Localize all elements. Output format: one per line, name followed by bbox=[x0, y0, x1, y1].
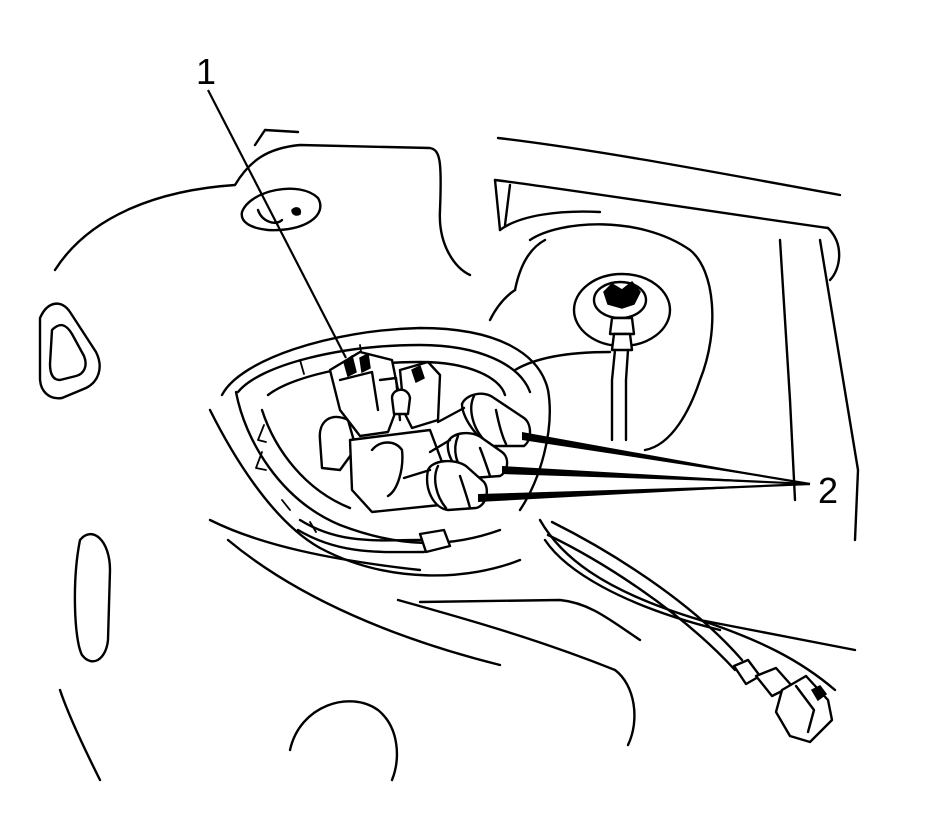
callout-leader-1 bbox=[207, 89, 347, 359]
callout-label-2: 2 bbox=[818, 470, 838, 511]
callout-label-1: 1 bbox=[196, 51, 216, 92]
callout-leader-2 bbox=[477, 432, 811, 502]
fuel-tank-body bbox=[38, 128, 860, 782]
fuel-tank-fitting bbox=[572, 272, 672, 442]
harness-connector bbox=[546, 520, 834, 744]
fuel-pump-module bbox=[208, 326, 551, 577]
